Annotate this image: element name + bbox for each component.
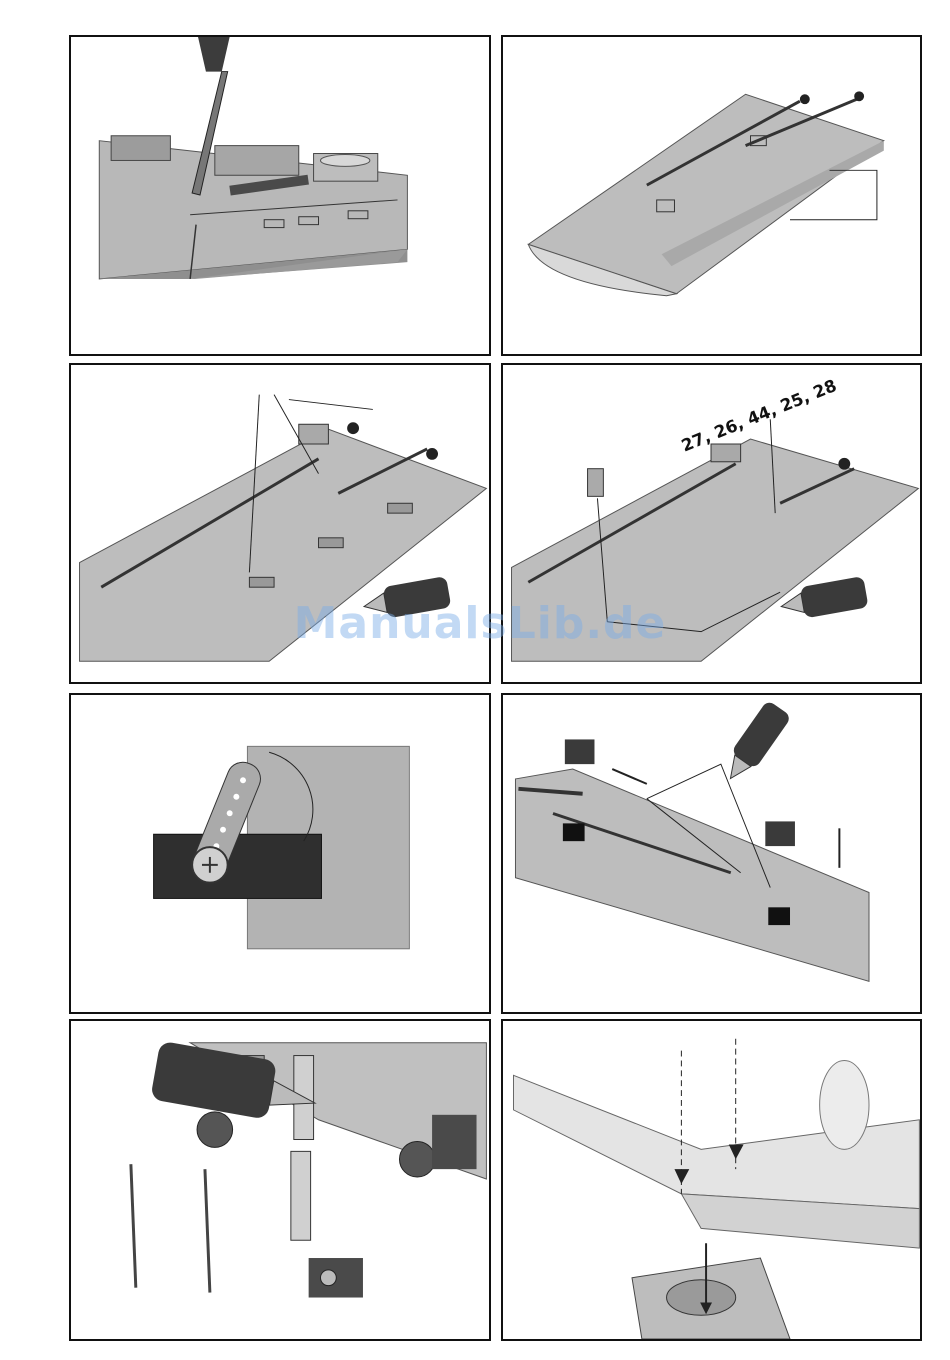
wing-cut-illustration bbox=[71, 37, 489, 354]
figure-wing-mount bbox=[501, 1019, 922, 1341]
servo-arm-illustration bbox=[71, 695, 489, 1012]
figure-linkage-parts: 27, 26, 44, 25, 28 bbox=[501, 363, 922, 684]
wing-mount-illustration bbox=[503, 1021, 920, 1339]
figure-pushrod bbox=[69, 1019, 491, 1341]
hinge-glue-illustration bbox=[71, 365, 489, 682]
aileron-wing-illustration bbox=[503, 37, 920, 354]
figure-servo-install bbox=[501, 693, 922, 1014]
figure-hinge-glue bbox=[69, 363, 491, 684]
figure-wing-cut bbox=[69, 35, 491, 356]
linkage-parts-illustration: 27, 26, 44, 25, 28 bbox=[503, 365, 920, 682]
figure-aileron-wing bbox=[501, 35, 922, 356]
figure-servo-arm bbox=[69, 693, 491, 1014]
servo-install-illustration bbox=[503, 695, 920, 1012]
pushrod-illustration bbox=[71, 1021, 489, 1339]
